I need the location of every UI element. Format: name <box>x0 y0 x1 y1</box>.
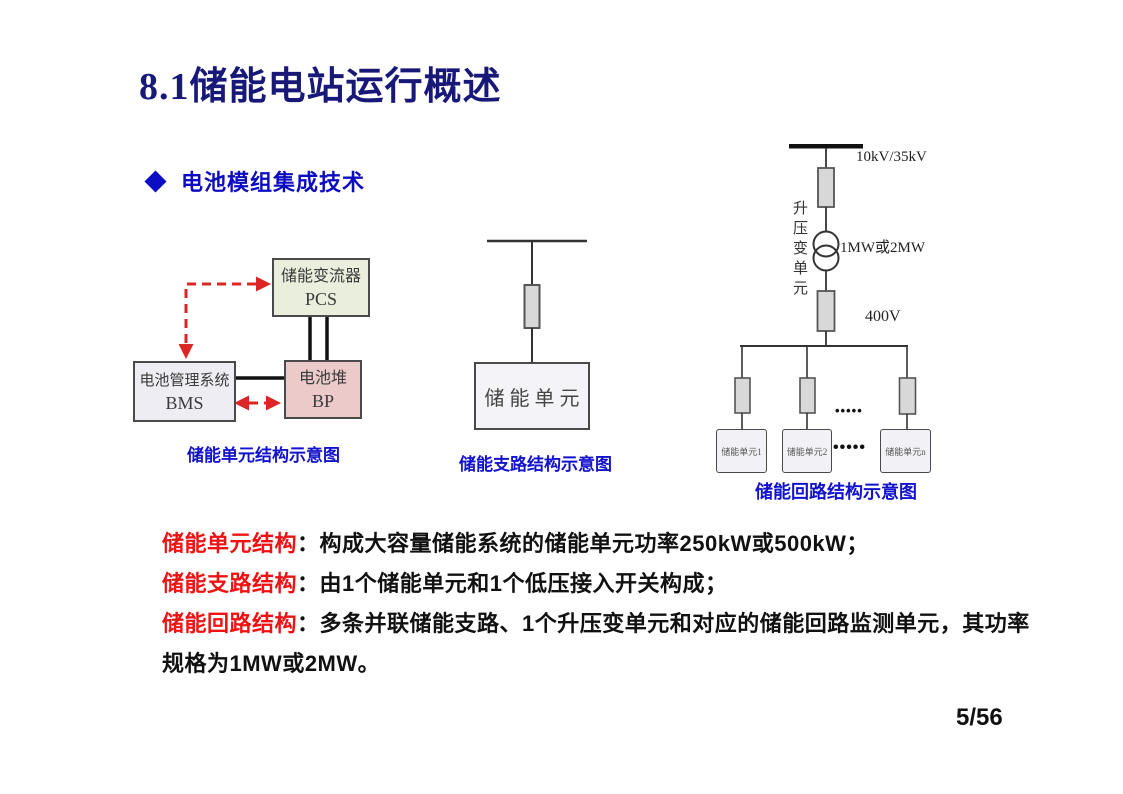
storage-unit-1-box: 储能单元1 <box>716 429 767 473</box>
caption-circuit-structure: 储能回路结构示意图 <box>755 482 917 502</box>
red-dashed-signal-lines <box>184 282 266 405</box>
pcs-box-label: 储能变流器 <box>280 267 361 285</box>
text-circuit-continuation: 规格为1MW或2MW。 <box>162 651 381 676</box>
lv-voltage-label: 400V <box>865 308 901 325</box>
storage-unit-2-box: 储能单元2 <box>782 429 832 473</box>
term-unit-structure: 储能单元结构 <box>162 531 298 556</box>
term-branch-structure: 储能支路结构 <box>162 571 298 596</box>
bp-battery-pack-box: 电池堆 BP <box>284 360 362 419</box>
ellipsis-dots-switch-row: ••••• <box>835 403 863 418</box>
text-circuit-structure: ：多条并联储能支路、1个升压变单元和对应的储能回路监测单元，其功率 <box>297 611 1030 636</box>
body-line-branch-structure: 储能支路结构：由1个储能单元和1个低压接入开关构成； <box>162 569 728 599</box>
bp-box-sublabel: BP <box>311 390 335 411</box>
text-branch-structure: ：由1个储能单元和1个低压接入开关构成； <box>297 571 728 596</box>
body-line-circuit-structure: 储能回路结构：多条并联储能支路、1个升压变单元和对应的储能回路监测单元，其功率 <box>162 609 1030 639</box>
boost-transformer-unit-label: 升压变单元 <box>791 200 807 300</box>
ellipsis-dots-unit-row: ••••• <box>833 439 867 456</box>
page-number: 5/56 <box>956 704 1003 731</box>
caption-branch-structure: 储能支路结构示意图 <box>459 455 612 474</box>
red-arrowheads <box>178 276 281 411</box>
diamond-bullet-icon <box>144 169 167 193</box>
transformer-power-label: 1MW或2MW <box>840 240 925 256</box>
section-bullet: 电池模组集成技术 <box>144 165 366 197</box>
body-line-unit-structure: 储能单元结构：构成大容量储能系统的储能单元功率250kW或500kW； <box>162 529 869 559</box>
bms-box-label: 电池管理系统 <box>139 372 230 389</box>
bp-box-label: 电池堆 <box>298 369 347 387</box>
pcs-box-sublabel: PCS <box>304 288 338 309</box>
storage-unit-box: 储能单元 <box>474 362 590 430</box>
body-line-circuit-continuation: 规格为1MW或2MW。 <box>162 649 380 679</box>
bms-box-sublabel: BMS <box>165 392 204 413</box>
section-bullet-label: 电池模组集成技术 <box>181 170 366 195</box>
bms-battery-management-box: 电池管理系统 BMS <box>133 361 236 422</box>
pcs-converter-box: 储能变流器 PCS <box>272 258 370 317</box>
hv-bus-voltage-label: 10kV/35kV <box>856 149 927 165</box>
storage-unit-n-box: 储能单元n <box>880 429 931 473</box>
term-circuit-structure: 储能回路结构 <box>162 611 298 636</box>
text-unit-structure: ：构成大容量储能系统的储能单元功率250kW或500kW； <box>297 531 869 556</box>
page-title: 8.1储能电站运行概述 <box>139 66 502 108</box>
caption-unit-structure: 储能单元结构示意图 <box>187 446 340 465</box>
